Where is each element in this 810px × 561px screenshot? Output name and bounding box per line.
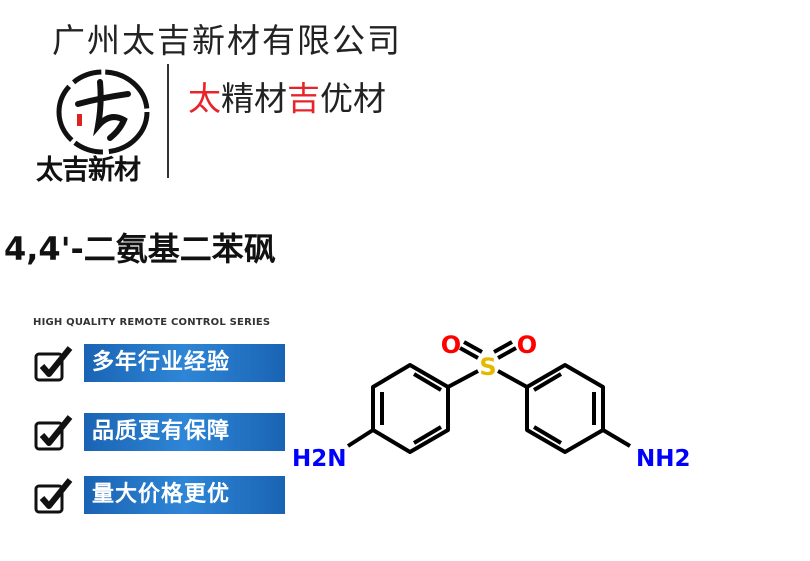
oxygen-atom: O — [517, 331, 537, 359]
benzene-ring-right — [525, 363, 605, 454]
feature-badge: 品质更有保障 — [84, 413, 285, 451]
series-label: HIGH QUALITY REMOTE CONTROL SERIES — [33, 317, 271, 328]
slogan: 太精材吉优材 — [188, 72, 386, 120]
feature-item: 多年行业经验 — [34, 344, 285, 384]
amine-right: NH2 — [636, 446, 691, 472]
checkbox-check-icon — [34, 415, 73, 451]
slogan-part: 精材 — [221, 79, 287, 118]
feature-item: 品质更有保障 — [34, 413, 285, 453]
sulfur-atom: S — [479, 353, 496, 381]
checkbox-check-icon — [34, 346, 73, 382]
feature-item: 量大价格更优 — [34, 476, 285, 516]
company-name: 广州太吉新材有限公司 — [52, 21, 402, 60]
logo-icon — [56, 69, 150, 155]
slogan-part: 太 — [188, 79, 221, 118]
feature-badge: 多年行业经验 — [84, 344, 285, 382]
slogan-part: 优材 — [320, 79, 386, 118]
amine-left: H2N — [292, 446, 347, 472]
product-title: 4,4'-二氨基二苯砜 — [4, 230, 276, 268]
feature-badge: 量大价格更优 — [84, 476, 285, 514]
divider — [167, 64, 169, 178]
logo-text: 太吉新材 — [36, 155, 141, 186]
checkbox-check-icon — [34, 478, 73, 514]
oxygen-atom: O — [441, 331, 461, 359]
benzene-ring-left — [371, 363, 450, 454]
slogan-part: 吉 — [287, 79, 320, 118]
chemical-structure: S O O H2N NH2 — [292, 331, 691, 472]
